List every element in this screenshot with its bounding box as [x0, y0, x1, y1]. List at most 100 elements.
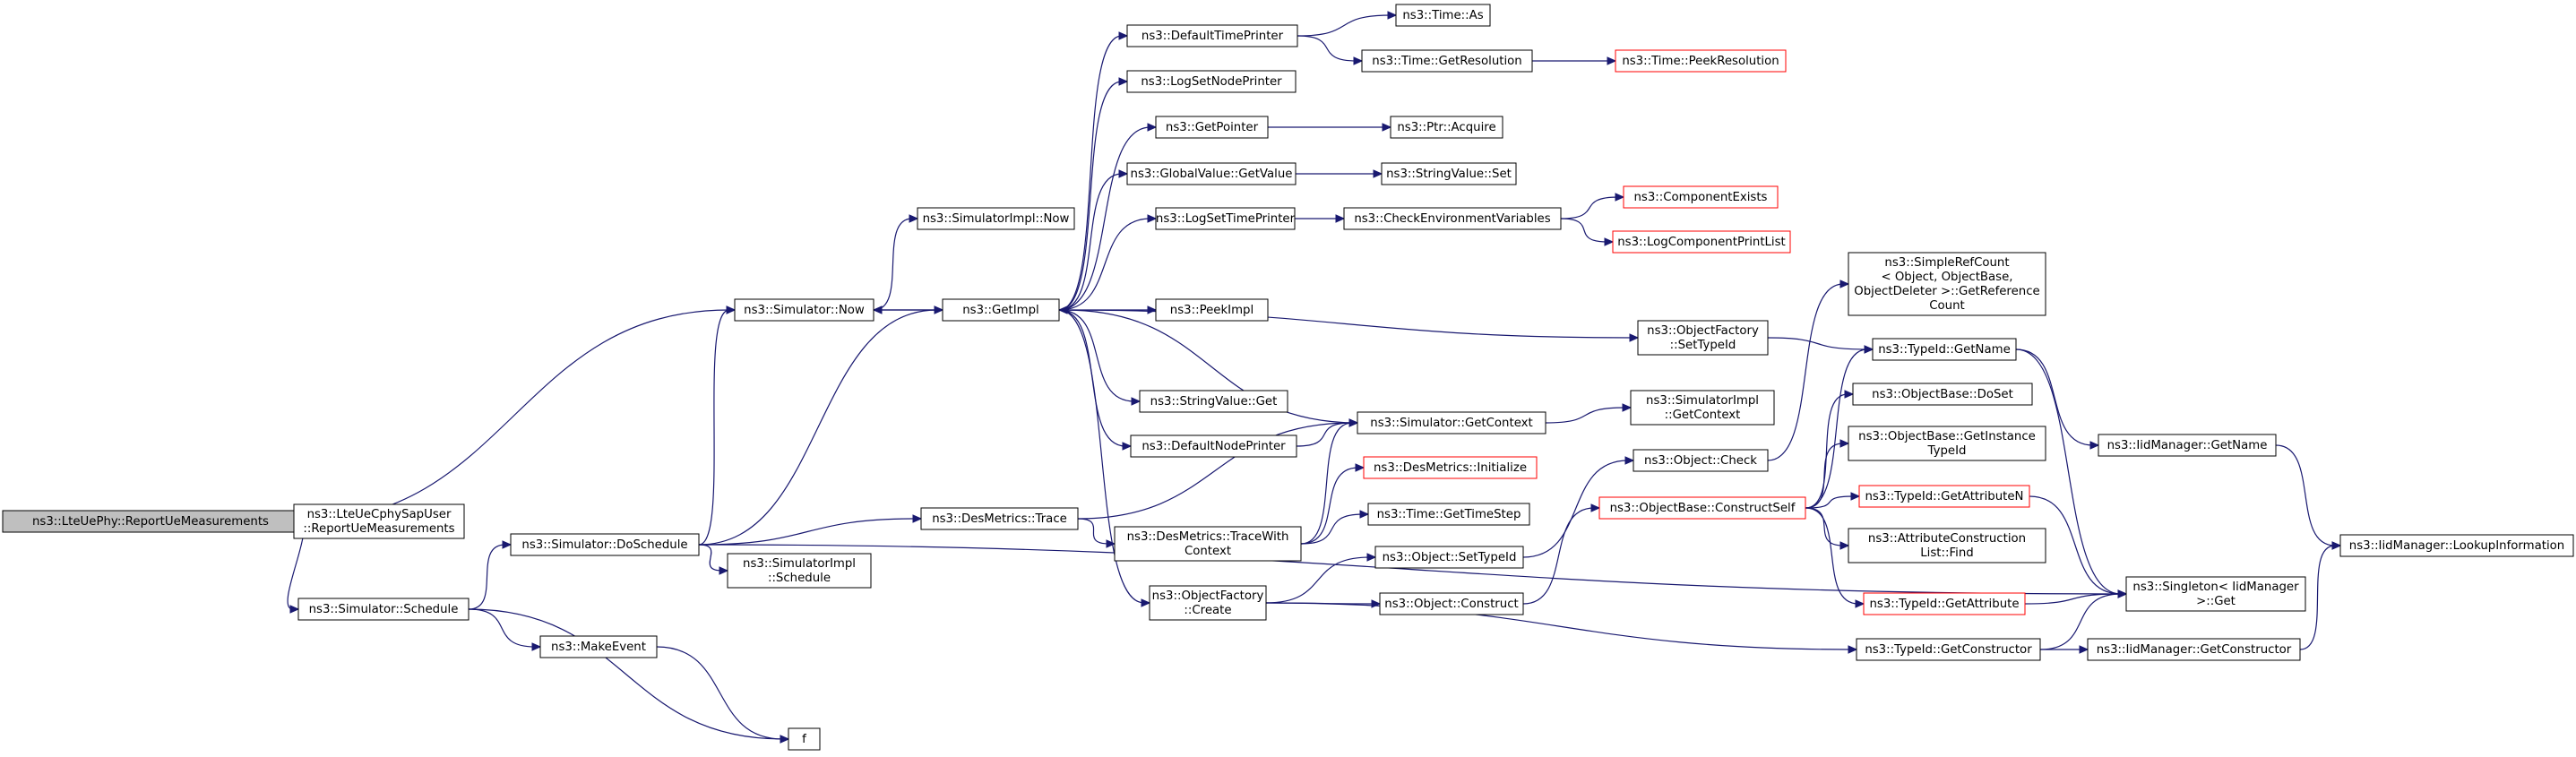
node-timegts[interactable]: ns3::Time::GetTimeStep — [1367, 503, 1530, 526]
edge-sched-to-makeev — [468, 608, 536, 648]
arrowhead-root-to-sched — [289, 605, 300, 614]
node-label: ns3::ObjectBase::ConstructSelf — [1610, 502, 1796, 515]
node-dosched[interactable]: ns3::Simulator::DoSchedule — [510, 533, 700, 556]
node-peekres[interactable]: ns3::Time::PeekResolution — [1615, 49, 1787, 73]
edge-deftp-to-timegetres — [1297, 35, 1357, 62]
edge-defnp-to-simgetctx — [1296, 422, 1353, 447]
node-ptracq[interactable]: ns3::Ptr::Acquire — [1390, 116, 1503, 139]
edge-now-to-simimplnow — [873, 218, 913, 311]
edge-tracectx-to-desminit — [1300, 467, 1359, 545]
node-label: ns3::PeekImpl — [1170, 304, 1254, 317]
node-box — [1395, 4, 1491, 27]
node-sap[interactable]: ns3::LteUeCphySapUser::ReportUeMeasureme… — [293, 503, 465, 539]
node-iidlookup[interactable]: ns3::IidManager::LookupInformation — [2339, 534, 2574, 557]
node-gvget[interactable]: ns3::GlobalValue::GetValue — [1126, 162, 1297, 185]
node-objcheck[interactable]: ns3::Object::Check — [1633, 449, 1769, 472]
edge-deftp-to-timeas — [1297, 14, 1391, 37]
node-simimplgetctx[interactable]: ns3::SimulatorImpl::GetContext — [1630, 390, 1775, 426]
node-simpleref[interactable]: ns3::SimpleRefCount< Object, ObjectBase,… — [1848, 252, 2046, 316]
node-timeas[interactable]: ns3::Time::As — [1395, 4, 1491, 27]
arrowhead-obconstself-to-obgetinst — [1839, 439, 1850, 448]
arrowhead-simgetctx-to-simimplgetctx — [1622, 403, 1633, 412]
edge-ofsettid-to-tidgetname — [1767, 337, 1868, 350]
arrowhead-ofcreate-to-objsettid — [1366, 553, 1377, 562]
arrowhead-getimpl-to-now — [872, 305, 883, 314]
node-simimplnow[interactable]: ns3::SimulatorImpl::Now — [917, 207, 1075, 230]
node-svget[interactable]: ns3::StringValue::Get — [1139, 390, 1288, 413]
arrowhead-ofsettid-to-tidgetname — [1864, 345, 1874, 354]
node-label: ns3::DesMetrics::TraceWith — [1127, 530, 1289, 544]
node-box — [1856, 638, 2041, 661]
node-getptr[interactable]: ns3::GetPointer — [1155, 116, 1269, 139]
edge-objsettid-to-objcheck — [1522, 460, 1629, 558]
node-tidgetattr[interactable]: ns3::TypeId::GetAttribute — [1863, 592, 2026, 615]
node-svset[interactable]: ns3::StringValue::Set — [1381, 162, 1517, 185]
node-simgetctx[interactable]: ns3::Simulator::GetContext — [1357, 411, 1546, 434]
node-timegetres[interactable]: ns3::Time::GetResolution — [1361, 49, 1533, 73]
edge-checkenv-to-logcomplist — [1560, 218, 1608, 243]
node-makeev[interactable]: ns3::MakeEvent — [539, 635, 658, 658]
node-box — [1155, 116, 1269, 139]
edge-simgetctx-to-simimplgetctx — [1545, 407, 1626, 424]
node-simimplsched[interactable]: ns3::SimulatorImpl::Schedule — [727, 553, 872, 589]
node-ofsettid[interactable]: ns3::ObjectFactory::SetTypeId — [1637, 320, 1769, 356]
node-box — [510, 533, 700, 556]
node-tidgetctor[interactable]: ns3::TypeId::GetConstructor — [1856, 638, 2041, 661]
node-label: >::Get — [2196, 595, 2236, 608]
node-box — [539, 635, 658, 658]
node-getimpl[interactable]: ns3::GetImpl — [942, 298, 1060, 322]
node-logcomplist[interactable]: ns3::LogComponentPrintList — [1612, 230, 1791, 254]
node-label: ns3::Simulator::GetContext — [1370, 417, 1532, 430]
node-label: ns3::Time::As — [1402, 9, 1483, 22]
edge-tidgetname-to-singleton — [2015, 348, 2122, 595]
arrowhead-tidgetctor-to-iidgetctor — [2079, 645, 2089, 654]
node-box — [1381, 162, 1517, 185]
node-obconstself[interactable]: ns3::ObjectBase::ConstructSelf — [1598, 496, 1806, 520]
node-checkenv[interactable]: ns3::CheckEnvironmentVariables — [1343, 207, 1562, 230]
node-desminit[interactable]: ns3::DesMetrics::Initialize — [1363, 456, 1538, 479]
node-box — [920, 507, 1079, 530]
node-ofcreate[interactable]: ns3::ObjectFactory::Create — [1149, 585, 1267, 621]
node-f[interactable]: f — [788, 727, 821, 751]
node-box — [1374, 546, 1524, 569]
edge-checkenv-to-compexists — [1560, 196, 1619, 219]
node-singleton[interactable]: ns3::Singleton< IidManager>::Get — [2125, 576, 2306, 612]
node-box — [2087, 638, 2301, 661]
edge-tidgetattrn-to-singleton — [2029, 495, 2122, 595]
edge-tidgetattr-to-singleton — [2024, 593, 2122, 605]
node-label: ns3::SimpleRefCount — [1884, 256, 2009, 270]
arrowhead-tracectx-to-timegts — [1359, 510, 1370, 519]
arrowhead-deftp-to-timegetres — [1353, 56, 1364, 65]
node-compexists[interactable]: ns3::ComponentExists — [1623, 185, 1779, 209]
edge-getimpl-to-lognode — [1058, 81, 1123, 311]
node-objconstruct[interactable]: ns3::Object::Construct — [1379, 592, 1524, 615]
node-logtime[interactable]: ns3::LogSetTimePrinter — [1155, 207, 1296, 230]
edge-iidgetctor-to-iidlookup — [2299, 545, 2336, 650]
edge-dosched-to-now — [698, 309, 730, 546]
node-label: ns3::ObjectFactory — [1647, 324, 1759, 338]
node-now[interactable]: ns3::Simulator::Now — [734, 298, 874, 322]
edge-obconstself-to-tidgetattr — [1805, 507, 1859, 605]
node-peek[interactable]: ns3::PeekImpl — [1155, 298, 1269, 322]
node-objsettid[interactable]: ns3::Object::SetTypeId — [1374, 546, 1524, 569]
node-tidgetattrn[interactable]: ns3::TypeId::GetAttributeN — [1858, 485, 2030, 508]
node-sched[interactable]: ns3::Simulator::Schedule — [297, 598, 470, 621]
node-tidgetname[interactable]: ns3::TypeId::GetName — [1872, 338, 2017, 361]
node-iidgetctor[interactable]: ns3::IidManager::GetConstructor — [2087, 638, 2301, 661]
edge-desmtrace-to-simgetctx — [1077, 422, 1353, 520]
node-desmtrace[interactable]: ns3::DesMetrics::Trace — [920, 507, 1079, 530]
node-defnp[interactable]: ns3::DefaultNodePrinter — [1130, 434, 1297, 458]
edge-tidgetname-to-iidgetname — [2015, 348, 2094, 446]
node-label: ns3::Singleton< IidManager — [2132, 581, 2299, 594]
node-label: ns3::LogSetTimePrinter — [1156, 212, 1296, 226]
node-label: ns3::Object::SetTypeId — [1383, 551, 1517, 564]
edge-getimpl-to-svget — [1058, 309, 1135, 402]
edge-dosched-to-desmtrace — [698, 518, 917, 546]
node-deftp[interactable]: ns3::DefaultTimePrinter — [1126, 24, 1298, 47]
node-iidgetname[interactable]: ns3::IidManager::GetName — [2098, 434, 2277, 457]
node-lognode[interactable]: ns3::LogSetNodePrinter — [1126, 70, 1297, 93]
node-obdoset[interactable]: ns3::ObjectBase::DoSet — [1852, 383, 2033, 406]
